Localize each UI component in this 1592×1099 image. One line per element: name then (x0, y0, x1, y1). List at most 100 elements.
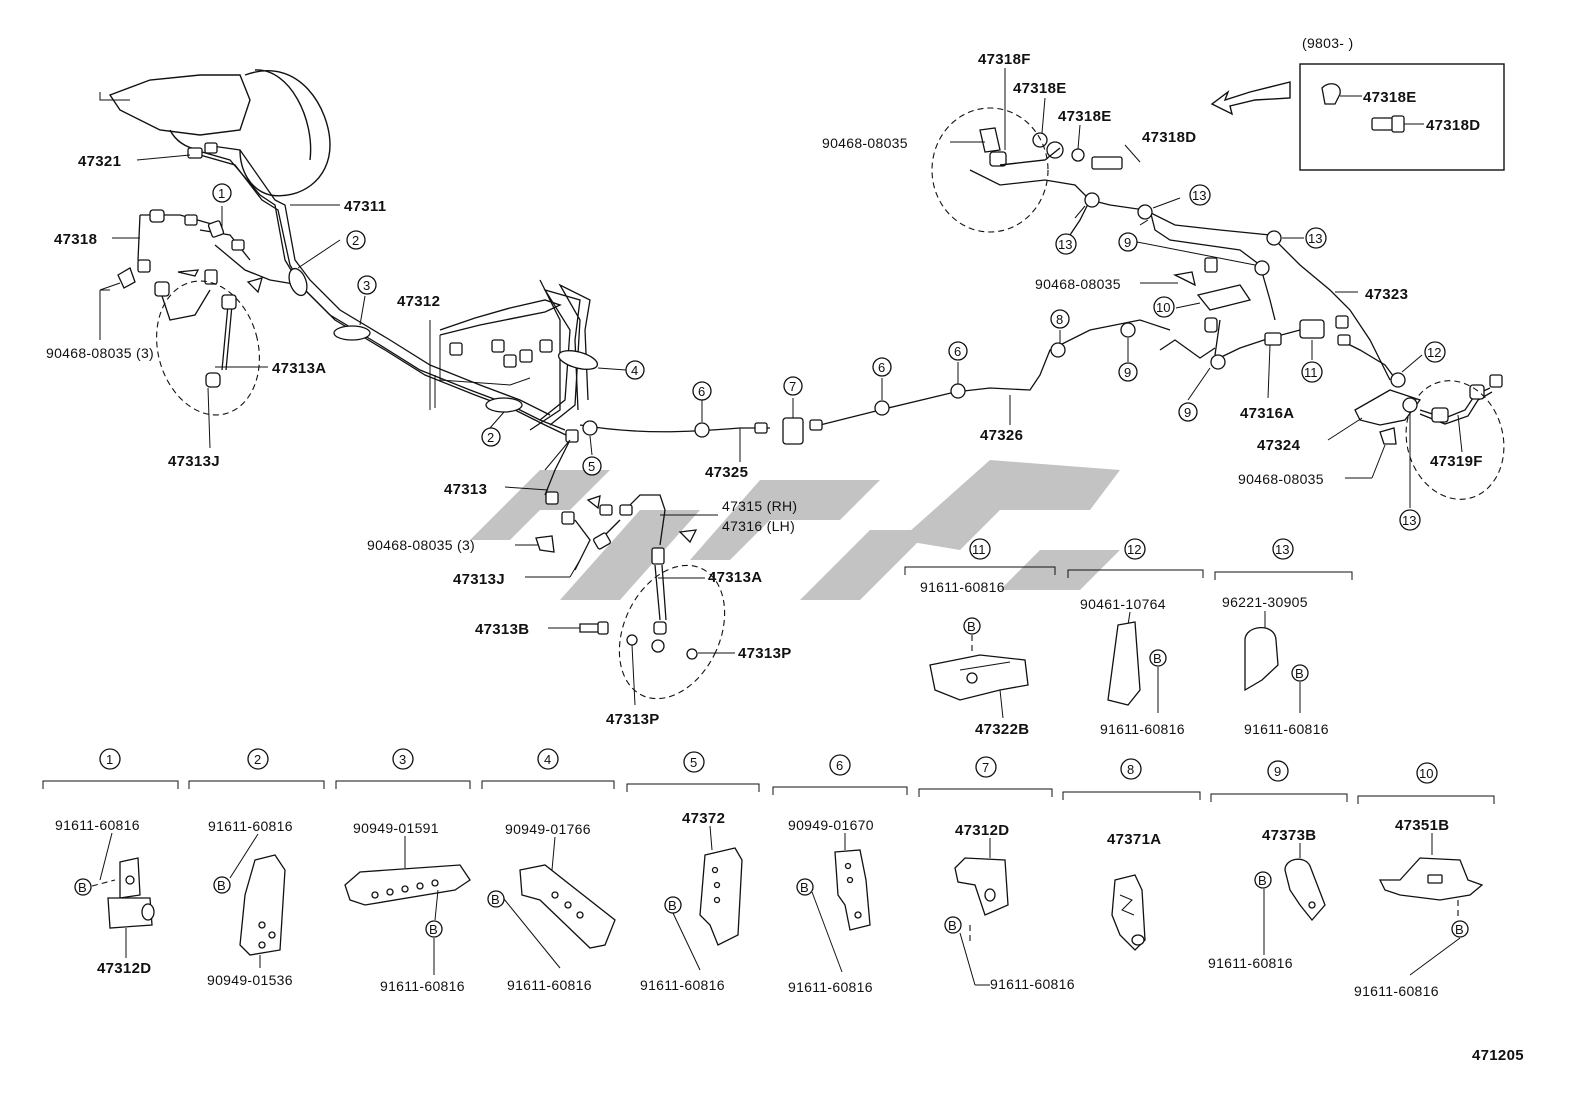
group-9-top-part: 47373B (1262, 827, 1316, 844)
label-90468-right-mid: 90468-08035 (1035, 276, 1121, 292)
label-47318D: 47318D (1142, 129, 1196, 146)
group-2-b: B (217, 878, 226, 893)
callout-5: 5 (588, 459, 595, 474)
group-1-b: B (78, 880, 87, 895)
group-1-top-part: 91611-60816 (55, 817, 140, 833)
label-47315: 47315 (RH) (722, 498, 797, 514)
group-7-bottom-part: 91611-60816 (990, 976, 1075, 992)
group-6-b: B (800, 880, 809, 895)
group-10-num: 10 (1419, 766, 1433, 781)
label-47318: 47318 (54, 231, 97, 248)
watermark-logo (470, 460, 1120, 600)
group-12-top-part: 90461-10764 (1080, 596, 1166, 612)
group-5-bottom-part: 91611-60816 (640, 977, 725, 993)
callout-13-d: 13 (1402, 513, 1416, 528)
main-labels: 47321 47311 47318 47312 90468-08035 (3) … (46, 51, 1483, 728)
label-47313A-left: 47313A (272, 360, 326, 377)
group-11-top-part: 91611-60816 (920, 579, 1005, 595)
detail-group-5: 5 47372 B 91611-60816 (626, 751, 760, 993)
group-6-num: 6 (836, 758, 843, 773)
inset-box: (9803- ) 47318E 47318D (1210, 35, 1505, 171)
arrow-to-inset (1210, 81, 1291, 116)
label-47313B: 47313B (475, 621, 529, 638)
group-3-bottom-part: 91611-60816 (380, 978, 465, 994)
detail-group-1: 1 91611-60816 B 47312D (42, 748, 179, 977)
inset-title: (9803- ) (1302, 35, 1353, 51)
label-47318E-1: 47318E (1013, 80, 1067, 97)
group-5-b: B (668, 898, 677, 913)
label-47323: 47323 (1365, 286, 1408, 303)
callout-8: 8 (1056, 312, 1063, 327)
detail-group-8: 8 47371A (1062, 758, 1201, 951)
group-2-num: 2 (254, 752, 261, 767)
callout-9-c: 9 (1184, 405, 1191, 420)
label-47325: 47325 (705, 464, 748, 481)
detail-group-9: 9 47373B B 91611-60816 (1208, 760, 1348, 971)
group-10-b: B (1455, 922, 1464, 937)
detail-group-13: 13 96221-30905 B 91611-60816 (1214, 538, 1353, 737)
group-13-b: B (1295, 666, 1304, 681)
group-5-num: 5 (690, 755, 697, 770)
group-7-top-part: 47312D (955, 822, 1009, 839)
group-6-bottom-part: 91611-60816 (788, 979, 873, 995)
group-12-num: 12 (1127, 542, 1141, 557)
inset-label-47318D: 47318D (1426, 117, 1480, 134)
callout-2-top: 2 (352, 233, 359, 248)
group-11-num: 11 (972, 542, 986, 557)
master-cylinder-booster (99, 69, 331, 197)
label-47313P-bottom: 47313P (606, 711, 660, 728)
label-47312: 47312 (397, 293, 440, 310)
callout-4: 4 (631, 363, 638, 378)
group-4-bottom-part: 91611-60816 (507, 977, 592, 993)
label-90468-right-bottom: 90468-08035 (1238, 471, 1324, 487)
group-3-num: 3 (399, 752, 406, 767)
label-47318E-2: 47318E (1058, 108, 1112, 125)
group-13-num: 13 (1275, 542, 1289, 557)
group-4-b: B (491, 892, 500, 907)
callout-13-a: 13 (1192, 188, 1206, 203)
group-7-num: 7 (982, 760, 989, 775)
group-1-num: 1 (106, 752, 113, 767)
callout-6-a: 6 (698, 384, 705, 399)
group-11-b: B (967, 619, 976, 634)
group-12-bottom-part: 91611-60816 (1100, 721, 1185, 737)
group-9-num: 9 (1274, 764, 1281, 779)
callout-13-c: 13 (1308, 231, 1322, 246)
detail-group-4: 4 90949-01766 B 91611-60816 (481, 748, 616, 993)
callout-2-bottom: 2 (487, 430, 494, 445)
detail-group-10: 10 47351B B 91611-60816 (1354, 762, 1495, 999)
pipe-clamps (288, 192, 1418, 438)
label-90468-right-top: 90468-08035 (822, 135, 908, 151)
group-8-top-part: 47371A (1107, 831, 1161, 848)
detail-group-2: 2 91611-60816 B 90949-01536 (188, 748, 325, 988)
detail-ellipses (156, 107, 1505, 700)
label-47313A-mid: 47313A (708, 569, 762, 586)
detail-group-12: 12 90461-10764 B 91611-60816 (1067, 538, 1204, 737)
label-47311: 47311 (344, 198, 386, 215)
callout-9-b: 9 (1124, 235, 1131, 250)
callout-10: 10 (1156, 300, 1170, 315)
callout-13-b: 13 (1058, 237, 1072, 252)
detail-group-6: 6 90949-01670 B 91611-60816 (772, 754, 908, 995)
callout-7: 7 (789, 379, 796, 394)
callout-6-c: 6 (954, 344, 961, 359)
fittings (117, 127, 1503, 660)
group-10-bottom-part: 91611-60816 (1354, 983, 1439, 999)
group-4-top-part: 90949-01766 (505, 821, 591, 837)
label-47316A: 47316A (1240, 405, 1294, 422)
label-47326: 47326 (980, 427, 1023, 444)
callout-3: 3 (363, 278, 370, 293)
label-47316: 47316 (LH) (722, 518, 795, 534)
label-47319F: 47319F (1430, 453, 1483, 470)
group-3-b: B (429, 922, 438, 937)
inset-label-47318E: 47318E (1363, 89, 1417, 106)
label-47313P-right: 47313P (738, 645, 792, 662)
diagram-code: 471205 (1472, 1047, 1524, 1064)
main-callouts: 1 2 3 4 2 5 6 7 6 6 8 9 9 9 10 11 12 13 … (212, 183, 1446, 531)
label-90468-mid: 90468-08035 (3) (367, 537, 475, 553)
callout-9-a: 9 (1124, 365, 1131, 380)
label-90468-left: 90468-08035 (3) (46, 345, 154, 361)
label-47321: 47321 (78, 153, 121, 170)
group-4-num: 4 (544, 752, 551, 767)
